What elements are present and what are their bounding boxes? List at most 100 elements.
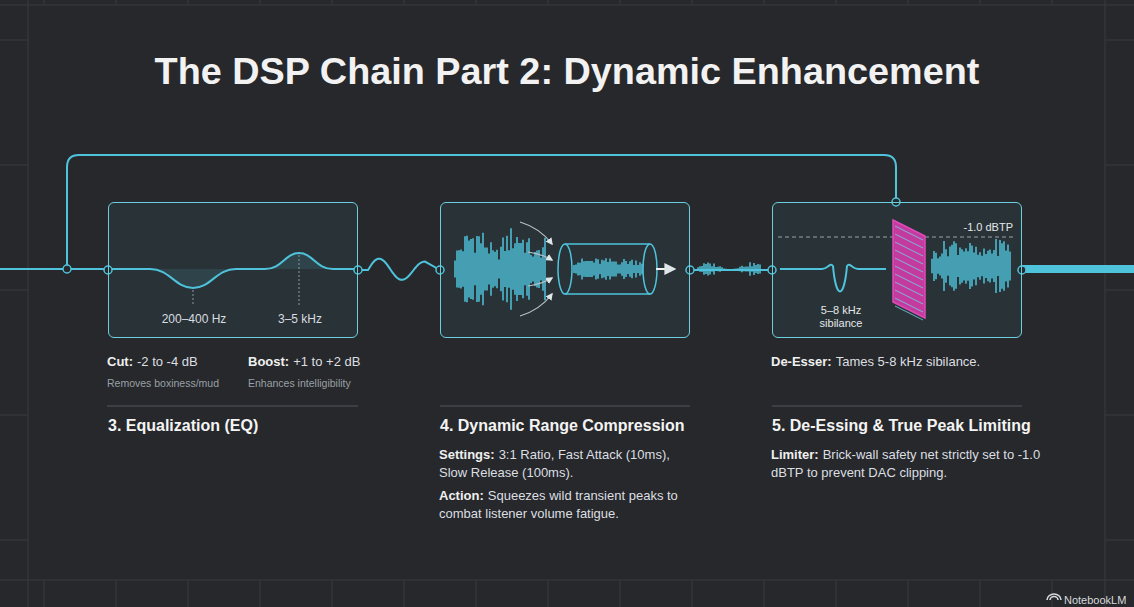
grid-line [1052,0,1053,5]
squeeze-arrow [520,294,552,316]
note-text: +1 to +2 dB [293,354,360,369]
grid-line [188,580,189,607]
junction-dot [686,266,694,274]
brick-line [895,266,923,280]
brick-line [895,274,923,288]
text-group: Limiter:Brick-wall safety net strictly s… [771,445,1046,481]
band-label: 5–8 kHz sibilance [809,304,873,330]
leader-line [299,255,300,306]
grid-line [0,290,28,291]
cylinder [643,244,657,294]
grid-line [764,580,765,607]
leader-line [193,290,194,306]
grid-line [692,580,693,607]
eq-fill [108,253,358,288]
watermark: NotebookLM [1064,594,1126,606]
grid-line [260,580,261,607]
text-group: De-Esser: Tames 5-8 kHz sibilance. [771,352,1041,370]
grid-line [764,0,765,5]
squeeze-arrow [528,278,552,286]
grid-line [332,0,333,5]
grid-line [620,0,621,5]
band-label: 200–400 Hz [149,312,239,326]
waveform [455,228,545,310]
cylinder [565,244,650,294]
text-group: Cut: -2 to -4 dB [107,352,245,370]
text-group: NotebookLM [1064,590,1130,607]
field-name: Cut: [107,354,133,369]
signal-connector [690,269,772,271]
grid-line [908,0,909,5]
grid-line [476,580,477,607]
junction-dot [1018,266,1026,274]
grid-line [44,0,45,5]
junction-dot [63,265,71,273]
grid-line [620,580,621,607]
signal-connector [358,259,440,280]
grid-line [0,580,1134,581]
step-heading: 3. Equalization (EQ) [108,416,258,435]
grid-line [116,580,117,607]
squeeze-arrow [520,222,552,244]
grid-line [836,580,837,607]
brick-line [895,226,923,240]
grid-line [1105,40,1134,41]
sibilance-dip [780,265,886,292]
separator [772,406,1022,407]
note-text: Enhances intelligibility [248,377,351,389]
text-group: Boost: +1 to +2 dB [248,352,386,370]
grid-line [1105,415,1134,416]
title: The DSP Chain Part 2: Dynamic Enhancemen… [0,50,1134,93]
grid-line [28,0,29,607]
grid-line [908,580,909,607]
output-line [1022,265,1134,273]
eq-curve [108,253,358,288]
grid-line [0,540,28,541]
grid-line [44,580,45,607]
grid-line [0,5,1134,6]
text-group: Removes boxiness/mud [107,373,245,392]
waveform [574,258,642,279]
input-line [0,268,108,270]
text-group: Settings:3:1 Ratio, Fast Attack (10ms), … [439,445,701,481]
watermark-icon [1047,594,1061,600]
grid-line [116,0,117,5]
brick-line [895,242,923,256]
brick-line [895,298,923,312]
brick-line [895,258,923,272]
separator [440,406,690,407]
grid-line [1105,0,1106,607]
grid-line [980,0,981,5]
note-text: Tames 5-8 kHz sibilance. [836,354,981,369]
box-fill [772,202,1022,338]
grid-line [692,0,693,5]
text-group: Action:Squeezes wild transient peaks to … [439,486,701,522]
grid-line [188,0,189,5]
grid-line [0,415,28,416]
process-box: 200–400 Hz3–5 kHz3. Equalization (EQ) [108,202,358,338]
squeeze-arrow [528,252,552,260]
grid-line [1105,290,1134,291]
brick-line [895,282,923,296]
output-arrow [656,268,674,270]
grid-line [476,0,477,5]
grid-line [0,40,28,41]
box-fill [108,202,358,338]
grid-line [1105,165,1134,166]
box-fill [440,202,690,338]
field-name: Settings: [439,447,495,462]
band-label: -1.0 dBTP [963,221,1013,234]
junction-dot [354,266,362,274]
note-text: -2 to -4 dB [137,354,198,369]
process-box: 4. Dynamic Range Compression [440,202,690,338]
brick-line [895,306,923,320]
brick-wall [893,220,925,318]
brick-line [895,234,923,248]
waveform [932,239,1010,293]
grid-line [0,165,28,166]
field-name: Boost: [248,354,289,369]
grid-line [836,0,837,5]
field-name: Action: [439,488,484,503]
field-name: De-Esser: [771,354,832,369]
